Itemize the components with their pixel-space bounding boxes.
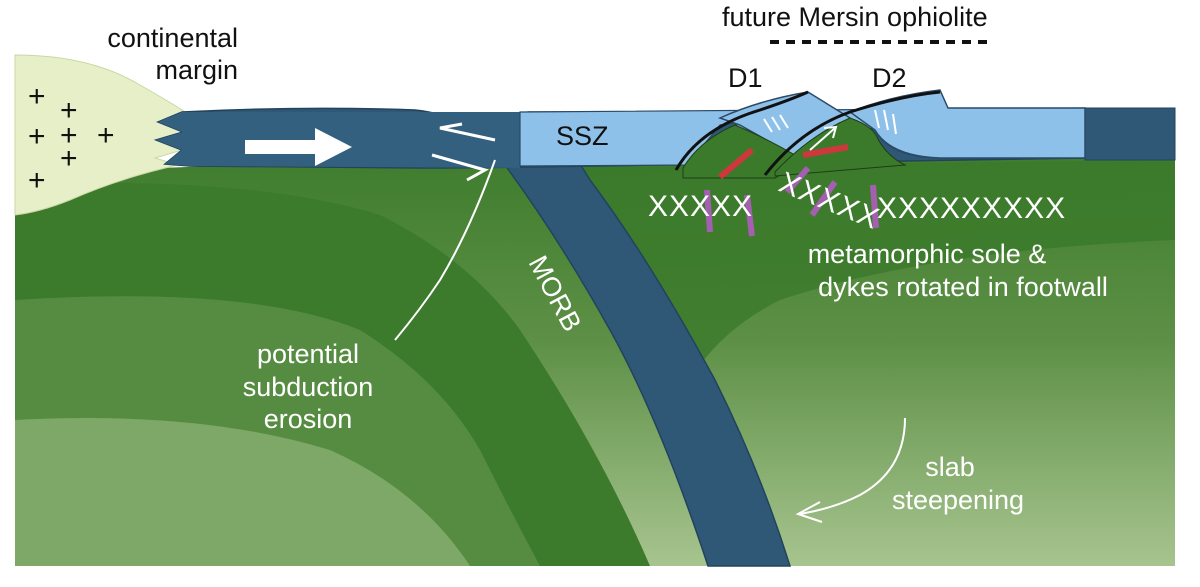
d1-fault-line	[674, 90, 809, 171]
plus-sign: +	[97, 119, 115, 152]
label-continental-2: margin	[155, 55, 238, 85]
slab-steepening-arrow	[799, 417, 906, 515]
shear-sense-lower	[431, 153, 489, 182]
plus-sign: +	[28, 80, 46, 113]
sheeted-dyke-marks-d2	[874, 109, 897, 135]
d2-fault-line	[763, 90, 941, 176]
label-d2: D2	[872, 63, 907, 93]
label-erosion-3: erosion	[264, 404, 353, 434]
label-slab-1: slab	[925, 452, 975, 482]
sheeted-dyke-marks-d1	[763, 114, 789, 133]
label-d1: D1	[728, 63, 763, 93]
plus-sign: +	[60, 142, 78, 175]
label-metamorphic-2: dykes rotated in footwall	[818, 272, 1108, 302]
plate-motion-arrow	[245, 128, 352, 166]
label-future-ophiolite: future Mersin ophiolite	[722, 2, 988, 32]
lower-plate-mantle-fade2	[15, 418, 470, 566]
continental-plus-marks: + + + + + + +	[28, 80, 115, 197]
plus-sign: +	[28, 164, 46, 197]
sole-marks-right: XXXXXXXXX	[877, 192, 1066, 225]
label-slab-2: steepening	[892, 485, 1024, 515]
purple-dykes	[704, 166, 879, 237]
label-erosion-2: subduction	[243, 372, 374, 402]
thrust-sense-arrowhead	[823, 125, 838, 139]
shear-sense-upper	[439, 122, 496, 142]
label-ssz: SSZ	[556, 121, 609, 151]
thrust-sense-arrow	[809, 127, 836, 151]
erosion-curve-line	[394, 159, 496, 341]
slab-steepening-arrowhead	[795, 501, 823, 523]
red-dyke-1	[718, 147, 754, 180]
label-erosion-1: potential	[257, 339, 359, 369]
label-continental-1: continental	[107, 23, 238, 53]
plus-sign: +	[28, 120, 46, 153]
red-dyke-2	[802, 144, 849, 158]
plus-sign: +	[60, 119, 78, 152]
sole-marks-left: XXXXX	[648, 190, 753, 223]
label-metamorphic-1: metamorphic sole &	[808, 239, 1047, 269]
plus-sign: +	[60, 94, 78, 127]
oceanic-block-right	[1084, 107, 1176, 161]
